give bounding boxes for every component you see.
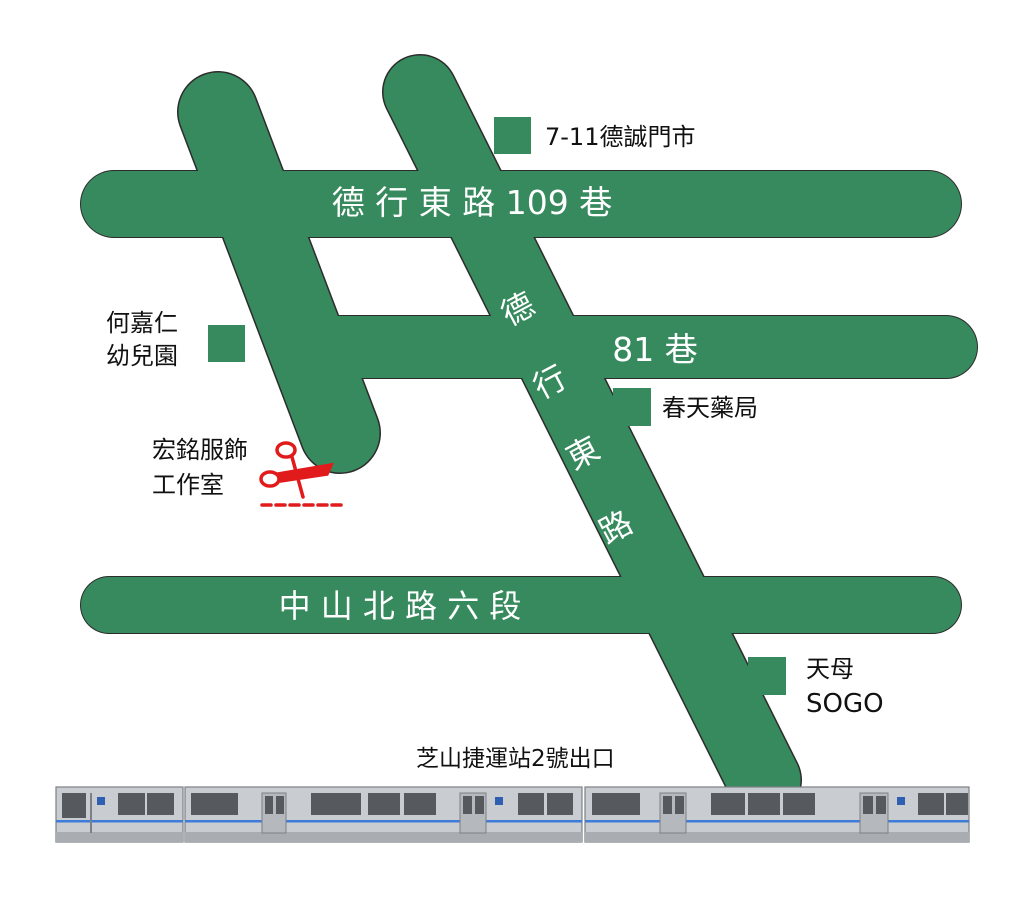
- poi-marker: [208, 325, 245, 362]
- poi-marker: [613, 388, 651, 426]
- shop-name-line2: 工作室: [152, 471, 224, 499]
- shop-name-line1: 宏銘服飾: [152, 436, 248, 464]
- poi-label-seven-eleven: 7-11德誠門市: [545, 123, 695, 151]
- poi-label-kindergarten-line1: 何嘉仁: [106, 309, 178, 337]
- poi-kindergarten[interactable]: 何嘉仁 幼兒園: [106, 309, 245, 370]
- road-network: [80, 54, 978, 818]
- train-car: [55, 786, 184, 843]
- poi-label-sogo-line2: SOGO: [806, 689, 884, 719]
- train-car: [584, 786, 970, 843]
- road-zhongshan-north-sec-6: [81, 577, 961, 633]
- scissors-icon: [259, 441, 344, 507]
- road-label-zhongshan-north: 中 山 北 路 六 段: [279, 587, 522, 625]
- mrt-train: [55, 786, 970, 843]
- shop-destination[interactable]: 宏銘服飾 工作室: [152, 436, 344, 507]
- road-west-connector: [178, 72, 380, 473]
- road-lane-81: [301, 316, 977, 378]
- poi-marker: [748, 657, 786, 695]
- station-exit-label: 芝山捷運站2號出口: [416, 746, 615, 772]
- road-label-lane-81: 81 巷: [612, 330, 697, 369]
- train-car: [184, 786, 583, 843]
- poi-label-kindergarten-line2: 幼兒園: [106, 342, 178, 370]
- poi-label-pharmacy: 春天藥局: [662, 394, 758, 422]
- poi-marker: [494, 117, 531, 154]
- poi-label-sogo-line1: 天母: [806, 655, 854, 683]
- poi-tianmu-sogo[interactable]: 天母 SOGO: [748, 655, 884, 719]
- road-dexing-east: [383, 55, 801, 817]
- poi-pharmacy[interactable]: 春天藥局: [613, 388, 758, 426]
- road-label-dexing-109: 德 行 東 路 109 巷: [332, 183, 612, 222]
- poi-seven-eleven[interactable]: 7-11德誠門市: [494, 117, 695, 154]
